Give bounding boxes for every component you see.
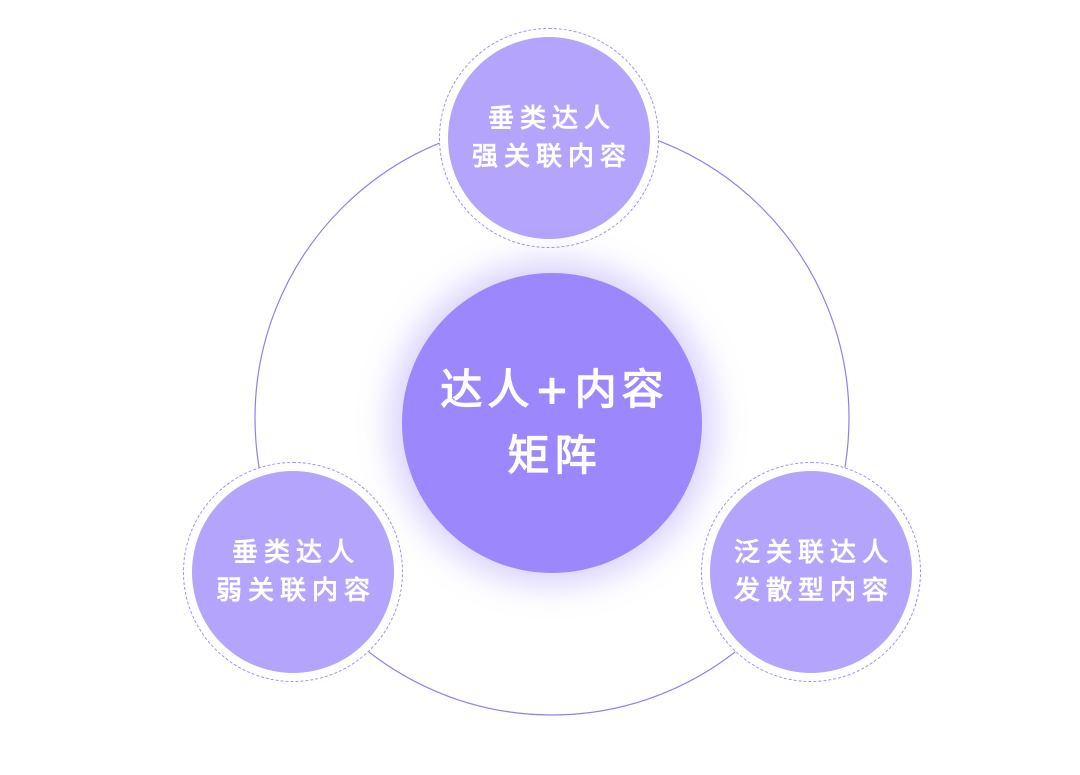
node-vertical-strong: 垂类达人 强关联内容 <box>448 37 650 239</box>
node-label-line1: 垂类达人 <box>231 538 360 568</box>
node-general-divergent: 泛关联达人 发散型内容 <box>710 471 912 673</box>
center-label-line2: 矩阵 <box>507 431 602 480</box>
center-node-matrix: 达人+内容 矩阵 <box>402 273 702 573</box>
node-label-line2: 强关联内容 <box>471 142 632 172</box>
node-vertical-weak: 垂类达人 弱关联内容 <box>192 471 394 673</box>
node-label-line2: 弱关联内容 <box>215 576 376 606</box>
node-label-line1: 垂类达人 <box>487 104 616 134</box>
node-label-line2: 发散型内容 <box>733 576 894 606</box>
center-label-line1: 达人+内容 <box>440 365 669 414</box>
node-label-line1: 泛关联达人 <box>733 538 894 568</box>
